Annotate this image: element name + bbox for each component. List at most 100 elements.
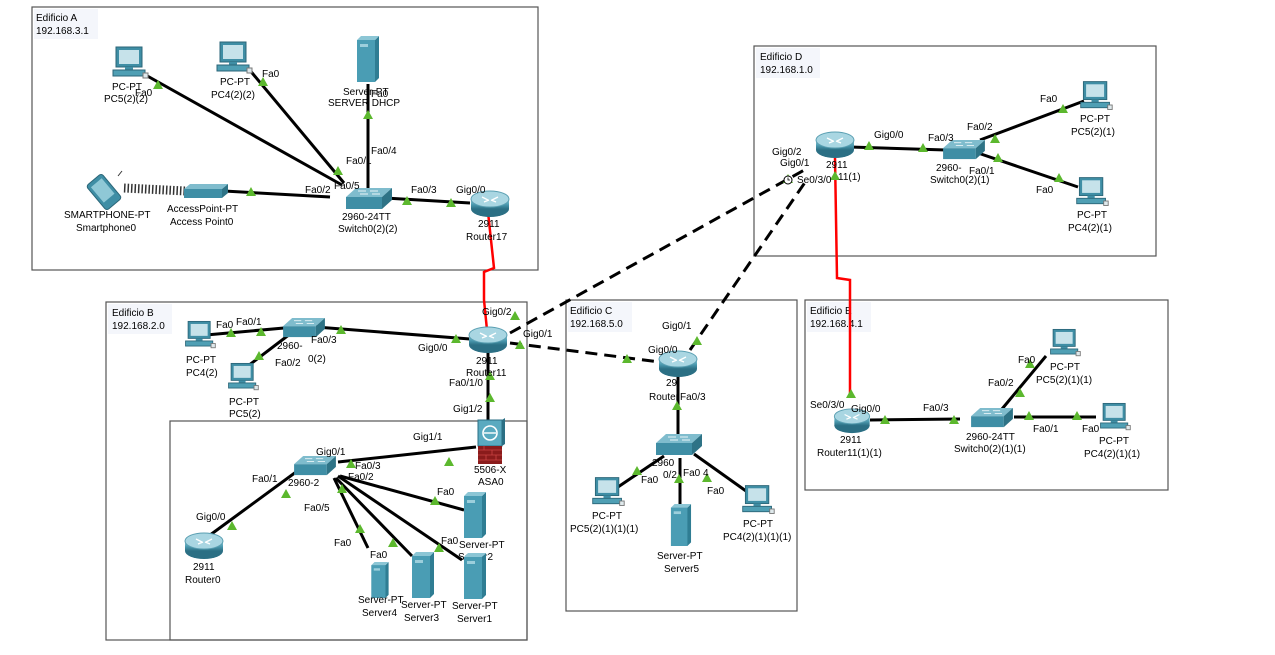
link-a-pc4-switch[interactable] <box>246 67 346 184</box>
zone-edificio-c[interactable]: Edificio C 192.168.5.0 <box>565 299 798 612</box>
link-b-asa-switch1[interactable] <box>337 445 477 464</box>
port-label: Fa0/5 <box>334 181 360 192</box>
link-b-switch1-server2[interactable] <box>339 474 465 512</box>
port-label: Gig0/1 <box>316 447 346 458</box>
svg-text:Server1: Server1 <box>457 614 492 625</box>
device-server4[interactable]: Server-PT Server4 <box>358 562 404 619</box>
svg-text:SMARTPHONE-PT: SMARTPHONE-PT <box>64 210 151 221</box>
pc-icon <box>112 46 149 79</box>
device-pc5-2-1[interactable]: PC-PT PC5(2)(1) <box>1071 81 1115 138</box>
device-pc5-2-1-1[interactable]: PC-PT PC5(2)(1)(1) <box>1036 328 1092 386</box>
server-icon <box>670 504 692 546</box>
port-label: Fa0/3 <box>311 335 337 346</box>
link-a-pc5-switch[interactable] <box>141 71 343 187</box>
link-b-switch1-server3[interactable] <box>334 476 414 558</box>
port-label: Gig1/2 <box>453 404 483 415</box>
svg-text:PC4(2)(1): PC4(2)(1) <box>1068 223 1112 234</box>
device-server2[interactable]: Server-PT Server2 <box>458 492 505 563</box>
link-e-switch-pc5[interactable] <box>1000 355 1048 410</box>
port-label: Gig0/0 <box>196 512 226 523</box>
port-label: Fa0/3 <box>928 133 954 144</box>
svg-text:PC-PT: PC-PT <box>220 77 250 88</box>
device-router0[interactable]: 2911 Router0 <box>184 532 224 586</box>
port-label: Fa0/1 <box>1033 424 1059 435</box>
device-switch0-2-2[interactable]: 2960-24TT Switch0(2)(2) <box>338 188 397 235</box>
svg-text:5506-X: 5506-X <box>474 465 507 476</box>
device-switch0-2-1-1[interactable]: 2960-24TT Switch0(2)(1)(1) <box>954 408 1026 455</box>
access-point-icon <box>184 184 228 198</box>
link-c-switch-pc4[interactable] <box>693 452 747 493</box>
link-d-switch-pc5[interactable] <box>979 99 1085 142</box>
device-pc5-2-1-1-1[interactable]: PC-PT PC5(2)(1)(1)(1) <box>570 477 638 535</box>
link-a-switch-router[interactable] <box>384 196 471 205</box>
device-router11-1-1[interactable]: 2911 Router11(1)(1) <box>817 408 882 459</box>
zone-edificio-b[interactable]: Edificio B 192.168.2.0 <box>105 301 528 641</box>
zone-edificio-d[interactable]: Edificio D 192.168.1.0 <box>753 45 1157 257</box>
device-pc4-2[interactable]: PC-PT PC4(2) <box>185 320 218 379</box>
link-a-ap-switch[interactable] <box>223 189 331 199</box>
device-router-c[interactable]: 29 Router <box>649 350 698 403</box>
port-label: Fa0/2 <box>305 185 331 196</box>
link-c-d-dashed[interactable] <box>688 177 810 351</box>
svg-text:PC5(2)(1): PC5(2)(1) <box>1071 127 1115 138</box>
link-b-router0-switch1[interactable] <box>205 470 297 540</box>
link-c-switch-pc5[interactable] <box>617 454 665 489</box>
link-a-wireless-phone-ap[interactable] <box>123 183 187 196</box>
device-pc4-2-1[interactable]: PC-PT PC4(2)(1) <box>1068 177 1112 234</box>
svg-text:2911: 2911 <box>476 356 498 367</box>
device-router11[interactable]: 2911 Router11 <box>466 326 508 379</box>
port-label: Fa0 <box>371 89 389 100</box>
port-label: Fa0/1 <box>346 156 372 167</box>
device-pc4-2-2[interactable]: PC-PT PC4(2)(2) <box>211 41 255 101</box>
server-icon <box>357 36 379 82</box>
pc-icon <box>592 477 625 506</box>
zone-b-name: Edificio B <box>112 308 154 319</box>
zone-c-name: Edificio C <box>570 306 612 317</box>
device-switch0-2[interactable]: 2960- 0(2) <box>277 318 326 365</box>
link-serial-d-e[interactable] <box>833 157 852 398</box>
device-pc4-2-1-1[interactable]: PC-PT PC4(2)(1)(1) <box>1084 402 1140 460</box>
link-b-switch1-server1[interactable] <box>337 474 463 562</box>
device-smartphone0[interactable]: SMARTPHONE-PT Smartphone0 <box>64 170 151 234</box>
device-switch1[interactable]: 2960-2 <box>288 456 337 489</box>
device-router11-1[interactable]: 2911 11(1) <box>815 131 861 183</box>
device-server1[interactable]: Server-PT Server1 <box>452 553 498 625</box>
zone-edificio-a[interactable]: Edificio A 192.168.3.1 <box>31 6 539 271</box>
link-b-pc4-switch[interactable] <box>205 326 285 337</box>
svg-text:PC4(2)(1)(1)(1): PC4(2)(1)(1)(1) <box>723 532 791 543</box>
device-server-dhcp[interactable]: Server-PT SERVER DHCP <box>328 36 400 109</box>
zone-d-ip: 192.168.1.0 <box>760 65 813 76</box>
device-server5[interactable]: Server-PT Server5 <box>657 504 703 575</box>
device-pc5-2[interactable]: PC-PT PC5(2) <box>228 362 261 420</box>
smartphone-icon <box>85 170 123 210</box>
svg-text:PC5(2)(1)(1): PC5(2)(1)(1) <box>1036 375 1092 386</box>
svg-text:PC5(2): PC5(2) <box>229 409 261 420</box>
port-label: Fa0 <box>441 536 459 547</box>
device-pc4-2-1-1-1[interactable]: PC-PT PC4(2)(1)(1)(1) <box>723 485 791 543</box>
port-label: Fa0 4 <box>683 468 709 479</box>
port-label: Fa0/3 <box>923 403 949 414</box>
device-server3[interactable]: Server-PT Server3 <box>401 552 447 624</box>
device-switch-c[interactable]: 2960 <box>652 434 702 469</box>
zone-edificio-e[interactable]: Edificio E 192.168.4.1 <box>804 299 1169 491</box>
switch0-2-1-model-partial: 2960- <box>936 163 962 174</box>
svg-text:2960-24TT: 2960-24TT <box>342 212 391 223</box>
svg-text:2960-24TT: 2960-24TT <box>966 432 1015 443</box>
device-router17[interactable]: 2911 Router17 <box>466 190 510 243</box>
link-b-d-dashed[interactable] <box>509 166 809 335</box>
device-switch0-2-1[interactable]: 2960- Switch0(2)(1) <box>930 140 989 186</box>
clock-icon <box>783 175 793 185</box>
svg-text:2911: 2911 <box>840 435 862 446</box>
device-access-point0[interactable]: AccessPoint-PT Access Point0 <box>167 184 238 228</box>
zone-e-ip: 192.168.4.1 <box>810 319 863 330</box>
device-asa0[interactable]: 5506-X ASA0 <box>474 418 507 488</box>
server-icon <box>464 492 486 538</box>
svg-text:Smartphone0: Smartphone0 <box>76 223 136 234</box>
link-b-c-dashed[interactable] <box>509 341 661 364</box>
device-pc5-2-2[interactable]: PC-PT PC5(2)(2) <box>104 46 149 105</box>
switch-icon <box>656 434 702 456</box>
link-serial-a-b[interactable] <box>482 211 496 331</box>
port-label: Fa0/3 <box>680 392 706 403</box>
port-label: Gig0/1 <box>662 321 692 332</box>
